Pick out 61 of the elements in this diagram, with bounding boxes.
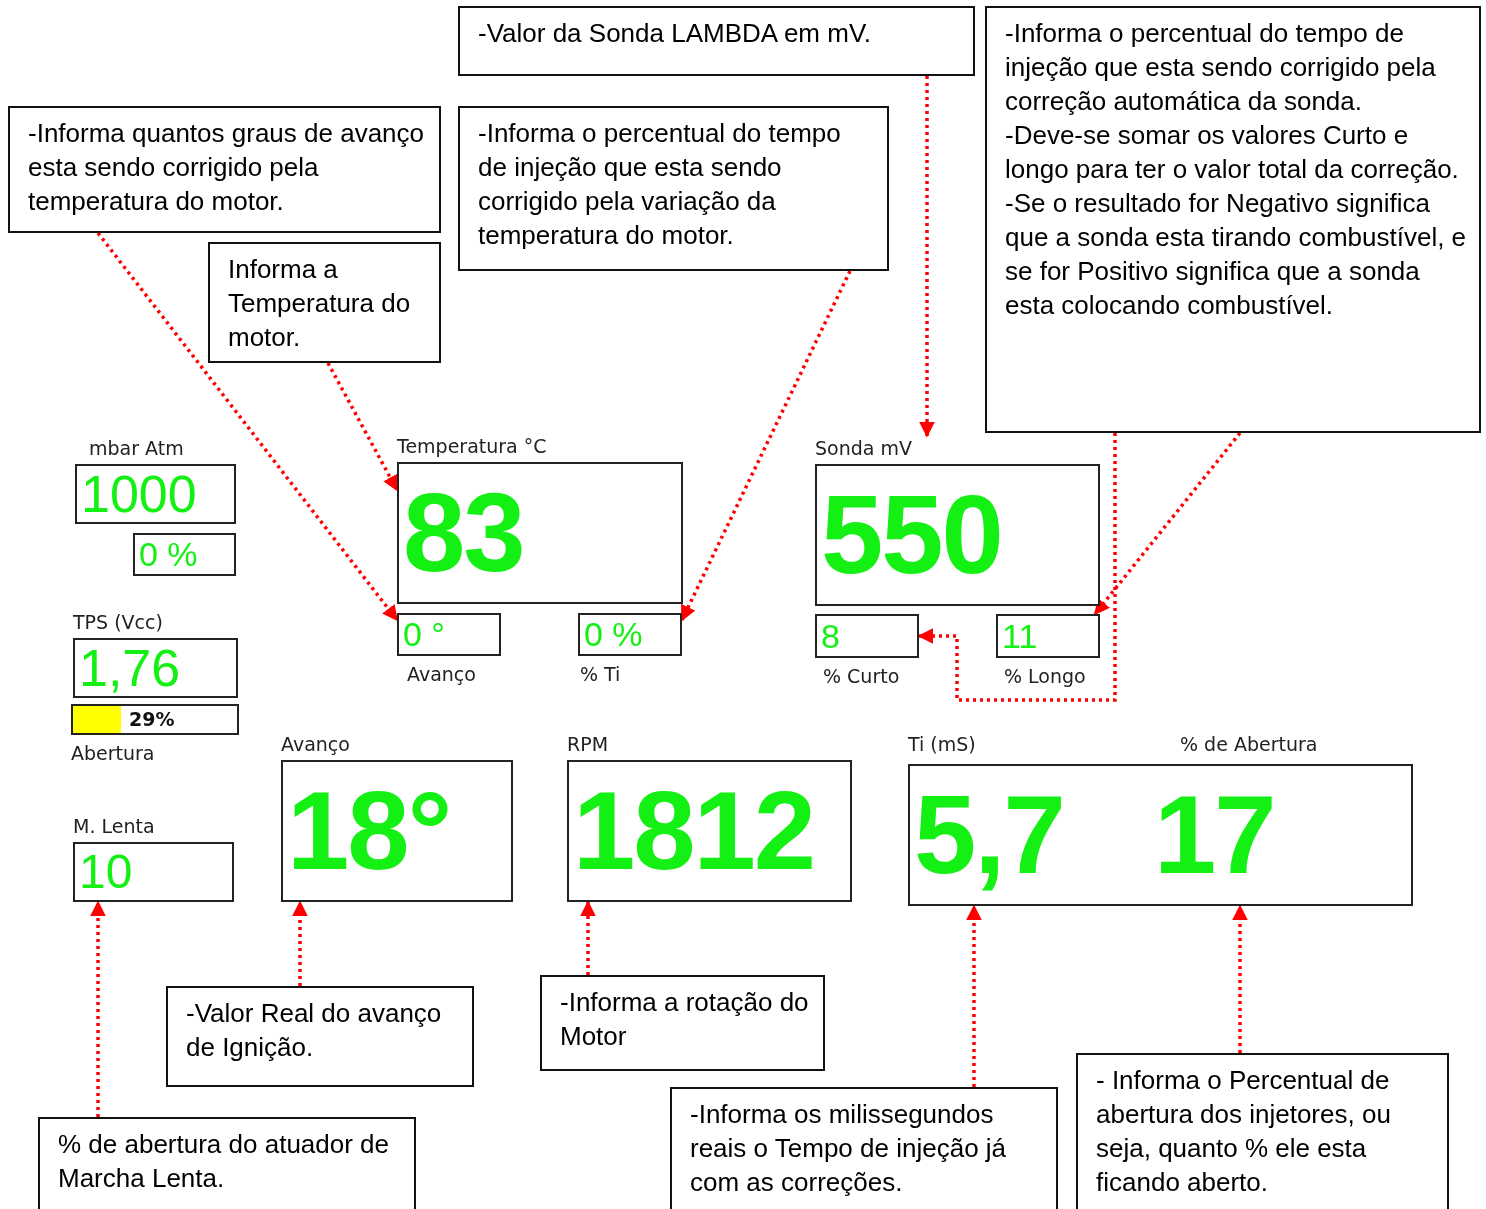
callout-box <box>166 986 474 1087</box>
value-display: 1,76 <box>73 638 238 698</box>
display-label: RPM <box>567 732 609 756</box>
display-label: mbar Atm <box>89 436 184 460</box>
value-display: 10 <box>73 842 234 902</box>
callout-box <box>540 975 825 1071</box>
callout-text: -Deve-se somar os valores Curto e longo para ter o valor total da correção. <box>1005 119 1460 186</box>
display-label: Ti (mS) <box>908 732 976 756</box>
display-label: Avanço <box>281 732 350 756</box>
display-label: Sonda mV <box>815 436 912 460</box>
value-display: 18° <box>281 760 513 902</box>
callout-text: - Informa o Percentual de abertura dos injetores, ou seja, quanto % ele esta ficando aberto. <box>1096 1064 1392 1199</box>
value-display: 1000 <box>75 464 236 524</box>
field-label: Abertura <box>71 741 155 765</box>
value-display: 0 % <box>133 533 236 576</box>
leader-arrow <box>1093 431 1242 616</box>
callout-box <box>38 1117 416 1209</box>
leader-arrow <box>966 904 982 1087</box>
display-label: % de Abertura <box>1180 732 1318 756</box>
leader-arrow <box>96 231 399 622</box>
field-label: % Curto <box>823 664 900 688</box>
callout-text: -Informa o percentual do tempo de injeção que esta sendo corrigido pela variação da temperatura do motor. <box>478 117 842 252</box>
field-label: Avanço <box>407 662 476 686</box>
leader-arrow <box>292 900 308 986</box>
value-display: 8 <box>815 614 919 658</box>
callout-text: -Informa os milissegundos reais o Tempo de injeção já com as correções. <box>690 1098 1008 1199</box>
field-label: % Longo <box>1004 664 1086 688</box>
callout-text: -Valor da Sonda LAMBDA em mV. <box>478 17 873 50</box>
field-label: % Ti <box>580 662 621 686</box>
leader-arrow <box>1232 904 1248 1053</box>
leader-arrow <box>580 900 596 975</box>
display-label: TPS (Vcc) <box>73 610 163 634</box>
leader-arrow <box>326 362 399 492</box>
value-display: 1812 <box>567 760 852 902</box>
callout-text: -Informa a rotação do Motor <box>560 986 810 1053</box>
leader-arrow <box>919 76 935 438</box>
callout-text: -Informa quantos graus de avanço esta sendo corrigido pela temperatura do motor. <box>28 117 426 218</box>
callout-text: -Se o resultado for Negativo significa que a sonda esta tirando combustível, e se for Positivo significa que a sonda esta colocando combustível. <box>1005 187 1467 322</box>
leader-arrow <box>680 270 852 622</box>
callout-box <box>985 6 1481 433</box>
value-display: 0 % <box>578 613 682 656</box>
callout-box <box>1076 1053 1449 1209</box>
callout-text: -Informa o percentual do tempo de injeção que esta sendo corrigido pela correção automática da sonda. <box>1005 17 1437 118</box>
value-display: 11 <box>996 614 1100 658</box>
value-display: 550 <box>815 464 1100 606</box>
display-label: Temperatura °C <box>397 434 547 458</box>
value-display: 0 ° <box>397 613 501 656</box>
callout-text: -Valor Real do avanço de Ignição. <box>186 997 443 1064</box>
callout-box <box>208 242 441 363</box>
display-label: M. Lenta <box>73 814 155 838</box>
callout-box <box>670 1087 1058 1209</box>
callout-text: Informa a Temperatura do motor. <box>228 253 412 354</box>
value-display: 83 <box>397 462 683 604</box>
callout-text: % de abertura do atuador de Marcha Lenta. <box>58 1128 391 1195</box>
value-text: 5,7 <box>914 771 1064 899</box>
value-text: 17 <box>1154 771 1275 899</box>
callout-box <box>458 6 975 76</box>
callout-box <box>458 106 889 271</box>
callout-box <box>8 106 441 233</box>
leader-arrow <box>90 900 106 1117</box>
percent-text: 29% <box>129 707 175 732</box>
